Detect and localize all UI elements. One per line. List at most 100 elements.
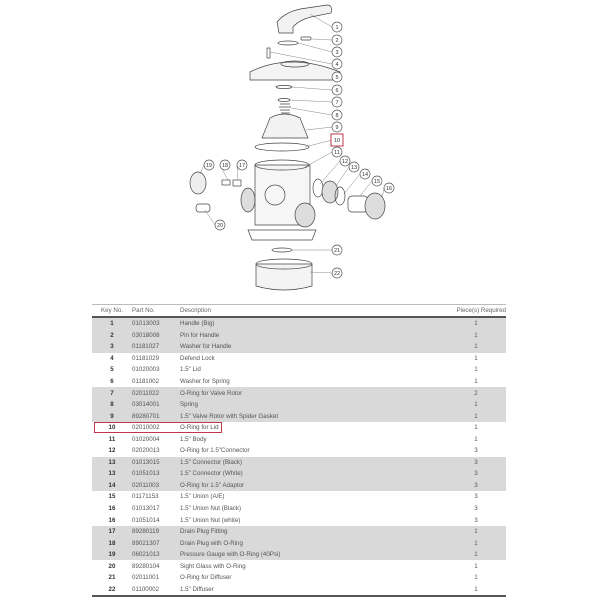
callout-number-9: 9: [335, 125, 338, 131]
part-no-cell: 01013003: [132, 317, 180, 330]
part-no-cell: 01020003: [132, 366, 160, 374]
description-cell: O-Ring for Lid: [180, 424, 219, 432]
callout-leader-line: [304, 151, 333, 168]
pieces-required-cell: 1: [474, 435, 478, 443]
callout-number-2: 2: [335, 38, 338, 44]
callout-circle: [214, 219, 226, 231]
key-no-cell: 6: [110, 378, 114, 385]
lid-part: [249, 61, 341, 81]
pieces-required-cell: 1: [446, 583, 506, 598]
part-no-cell: 01100002: [132, 583, 180, 598]
callout-number-5: 5: [335, 75, 338, 81]
description-cell: 1.5" Union Nut (white): [180, 516, 241, 524]
description-cell: 1.5" Diffuser: [180, 583, 446, 598]
pieces-required-cell: 1: [474, 378, 478, 385]
table-header-row: Key No. Part No. Description Piece(s) Re…: [92, 304, 506, 318]
part-no-cell: 01181027: [132, 341, 180, 353]
description-cell: Drain Plug with O-Ring: [180, 537, 446, 549]
pieces-required-cell: 3: [446, 468, 506, 480]
callout-leader-line: [304, 139, 333, 148]
valve-parts-drawing: [189, 4, 386, 291]
table-row: 6 01181002 Washer for Spring 1: [92, 376, 506, 388]
o-ring-rotor-part: [277, 98, 291, 102]
highlight-row-10-box: [94, 422, 222, 433]
description-cell: Defend Lock: [180, 354, 215, 362]
callout-leader-line: [343, 173, 361, 195]
washer-spring-part: [275, 85, 293, 89]
key-no-cell: 13: [92, 468, 132, 480]
gauge-part: [189, 171, 207, 195]
callout-number-16: 16: [386, 186, 392, 192]
callout-circle: [348, 161, 360, 173]
callout-number-13: 13: [351, 165, 357, 171]
part-no-cell: 01020004: [132, 435, 160, 443]
part-no-cell: 01181029: [132, 354, 160, 362]
pieces-required-cell: 1: [474, 424, 478, 432]
part-no-cell: 01181002: [132, 378, 160, 385]
part-no-cell: 01013017: [132, 505, 160, 513]
key-no-cell: 21: [108, 574, 116, 582]
callout-leader-line: [289, 99, 333, 103]
key-no-cell: 20: [108, 562, 116, 570]
callout-number-15: 15: [374, 179, 380, 185]
key-no-cell: 19: [92, 548, 132, 561]
callout-number-21: 21: [334, 248, 340, 254]
callout-number-1: 1: [335, 25, 338, 31]
key-no-cell: 9: [92, 410, 132, 422]
connector-part: [321, 180, 339, 204]
lid-top: [280, 60, 310, 68]
pieces-required-cell: 1: [446, 317, 506, 330]
part-no-cell: 02020013: [132, 447, 160, 455]
description-cell: 1.5" Valve Rotor with Spider Gasket: [180, 410, 446, 422]
o-ring-adaptor-part: [334, 186, 346, 206]
callout-leader-line: [311, 38, 333, 41]
key-no-cell: 16: [108, 516, 116, 524]
o-ring-lid-part: [254, 142, 310, 152]
description-cell: Washer for Spring: [180, 378, 230, 385]
description-cell: 1.5" Union Nut (Black): [180, 505, 242, 513]
description-cell: Pin for Handle: [180, 329, 446, 342]
key-no-cell: 1: [92, 317, 132, 330]
callout-circle: [331, 146, 343, 158]
callout-circle: [331, 96, 343, 108]
front-connector: [294, 202, 316, 228]
pieces-required-cell: 3: [446, 479, 506, 492]
description-cell: O-Ring for Diffuser: [180, 574, 232, 582]
key-no-cell: 22: [92, 583, 132, 598]
key-no-cell: 8: [92, 398, 132, 411]
pieces-required-cell: 1: [446, 525, 506, 538]
rotor-part: [261, 113, 309, 139]
union-nut-part: [364, 192, 386, 220]
drain-plug-part: [221, 179, 231, 186]
sight-glass-part: [195, 203, 211, 213]
callout-circle: [383, 182, 395, 194]
spring-part: [279, 103, 291, 114]
pieces-required-cell: 1: [446, 329, 506, 342]
pieces-required-cell: 1: [474, 354, 478, 362]
pieces-required-cell: 3: [474, 447, 478, 455]
part-no-cell: 01051014: [132, 516, 160, 524]
callout-number-8: 8: [335, 113, 338, 119]
callout-leader-line: [305, 126, 333, 131]
callout-number-18: 18: [222, 163, 228, 169]
part-no-cell: 01051013: [132, 468, 180, 480]
part-no-cell: 01013015: [132, 456, 180, 469]
callout-number-11: 11: [334, 150, 340, 156]
callout-circle: [331, 58, 343, 70]
callout-leader-line: [291, 86, 333, 91]
pin-part: [300, 36, 312, 41]
header-part-no: Part No.: [132, 304, 180, 318]
parts-list-table: Key No. Part No. Description Piece(s) Re…: [92, 304, 506, 598]
